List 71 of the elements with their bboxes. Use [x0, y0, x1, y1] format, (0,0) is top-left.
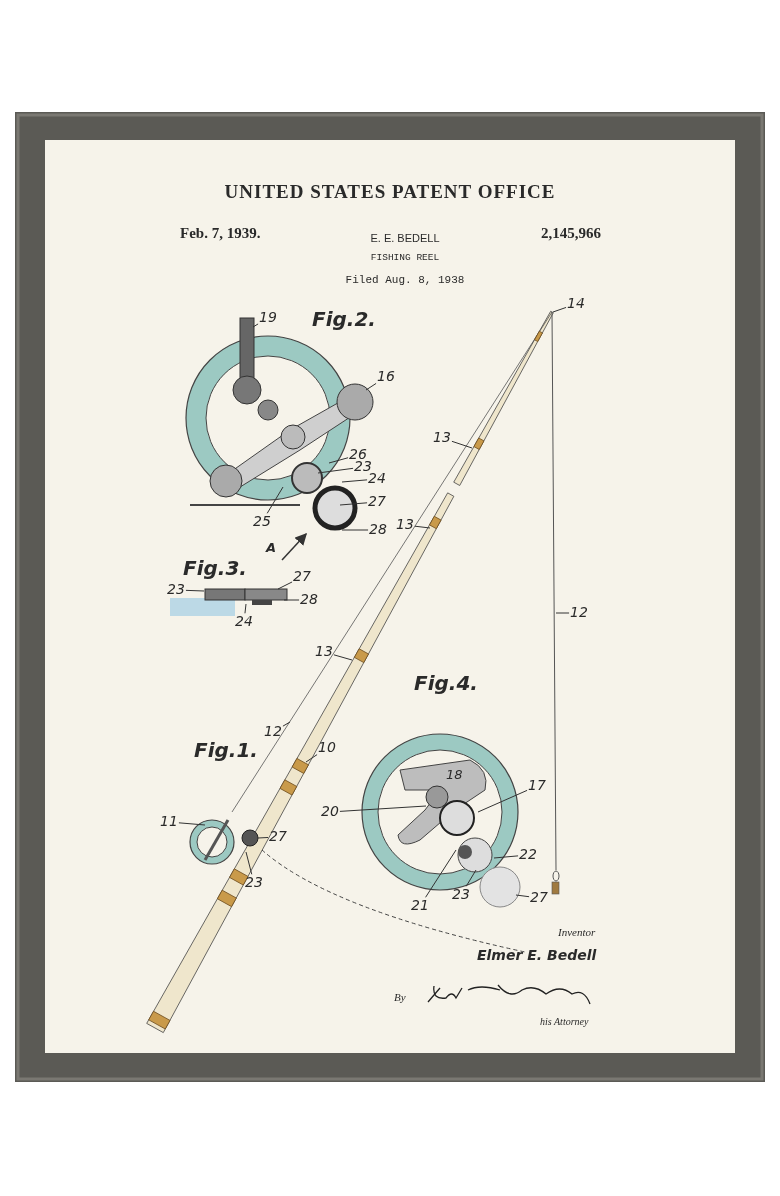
reel-drawing — [189, 819, 259, 865]
callout-number: 14 — [567, 296, 585, 312]
leader-line — [245, 851, 253, 875]
callout-number: 27 — [293, 569, 311, 585]
fishing-line-drawing — [551, 311, 560, 895]
leader-line — [552, 306, 567, 313]
leader-line — [283, 599, 300, 601]
callout-number: 24 — [235, 614, 253, 630]
leader-line — [178, 822, 206, 826]
signature-caption: By — [394, 991, 406, 1004]
callout-number: 27 — [530, 890, 548, 906]
figure-label: Fig.1. — [194, 739, 258, 761]
callout-number: 20 — [321, 804, 339, 820]
leader-line — [341, 529, 369, 531]
leader-line — [339, 805, 427, 812]
leader-line — [515, 894, 530, 898]
callout-number: 25 — [253, 514, 271, 530]
title: UNITED STATES PATENT OFFICE — [224, 182, 556, 203]
callout-number: 10 — [318, 740, 336, 756]
patent-number: 2,145,966 — [541, 225, 601, 242]
leader-line — [266, 486, 284, 514]
callout-number: 17 — [528, 778, 546, 794]
callout-number: 12 — [264, 724, 282, 740]
leader-line — [305, 754, 318, 763]
callout-number: 21 — [411, 898, 429, 914]
leader-line — [339, 502, 368, 506]
leader-line — [451, 440, 473, 449]
reel-drawing — [361, 733, 521, 908]
figure-label: Fig.2. — [312, 308, 376, 330]
leader-line — [365, 382, 377, 391]
leader-line — [277, 581, 293, 590]
leader-line — [493, 855, 519, 859]
callout-number: 24 — [368, 471, 386, 487]
leader-line — [317, 467, 354, 474]
signature-caption: Inventor — [558, 926, 596, 939]
signature-name: Elmer E. Bedell — [477, 948, 597, 964]
callout-number: 12 — [570, 605, 588, 621]
leader-line — [328, 457, 349, 464]
callout-number: 13 — [433, 430, 451, 446]
callout-number: 28 — [300, 592, 318, 608]
leader-line — [244, 603, 247, 614]
leader-line — [185, 589, 205, 592]
inventor-name: E. E. BEDELL — [370, 232, 440, 245]
signature-caption: his Attorney — [540, 1016, 589, 1027]
leader-line — [341, 479, 368, 483]
callout-number: 22 — [519, 847, 537, 863]
leader-line — [257, 837, 269, 839]
callout-number: 16 — [377, 369, 395, 385]
leader-line — [414, 525, 431, 529]
section-letter: A — [266, 541, 277, 556]
callout-number: 23 — [245, 875, 263, 891]
callout-number: 27 — [269, 829, 287, 845]
callout-number: 19 — [259, 310, 277, 326]
callout-number: 18 — [446, 768, 463, 783]
callout-number: 13 — [315, 644, 333, 660]
figure-label: Fig.3. — [183, 557, 247, 579]
callout-number: 27 — [368, 494, 386, 510]
leader-line — [282, 721, 291, 727]
date-text: Feb. 7, 1939. — [180, 225, 261, 242]
leader-line — [555, 612, 570, 614]
leader-line — [252, 323, 259, 328]
figure-label: Fig.4. — [414, 672, 478, 694]
callout-number: 11 — [160, 814, 178, 830]
callout-number: 28 — [369, 522, 387, 538]
callout-number: 23 — [167, 582, 185, 598]
leader-line — [465, 869, 477, 887]
callout-number: 13 — [396, 517, 414, 533]
callout-number: 23 — [452, 887, 470, 903]
leader-line — [333, 654, 353, 661]
filing-date: Filed Aug. 8, 1938 — [345, 274, 465, 287]
subject-text: FISHING REEL — [370, 253, 440, 264]
